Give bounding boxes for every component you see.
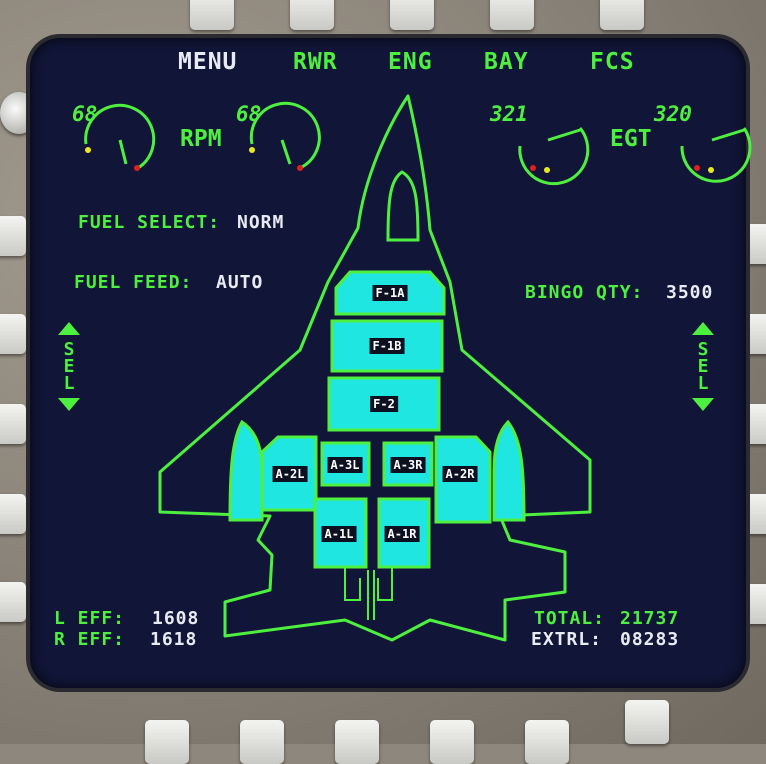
rpm-right-gauge-needle	[280, 139, 292, 165]
rpm-left-gauge-arc	[84, 103, 156, 170]
osb-top-4[interactable]	[490, 0, 534, 30]
bingo-qty-label: BINGO QTY:	[525, 282, 644, 303]
sel-left-up-arrow-icon[interactable]	[58, 322, 80, 335]
egt-right-gauge-arc	[680, 127, 752, 183]
rpm-left-value: 68	[72, 102, 98, 126]
egt-left-mark-red	[530, 165, 536, 171]
total-value: 21737	[620, 608, 680, 629]
total-label: TOTAL:	[534, 608, 606, 629]
egt-right-mark-yellow	[708, 167, 714, 173]
extrl-value: 08283	[620, 629, 680, 650]
rpm-label: RPM	[180, 126, 222, 152]
egt-left-gauge-arc	[518, 127, 590, 186]
l-eff-label: L EFF:	[54, 608, 126, 629]
nozzle-left	[344, 560, 361, 601]
tank-a2r-label: A-2R	[442, 466, 478, 482]
bay-button[interactable]: BAY	[484, 49, 529, 75]
osb-bottom-6[interactable]	[625, 700, 669, 744]
osb-left-3[interactable]	[0, 404, 26, 444]
aircraft-outline	[158, 94, 592, 642]
bingo-qty-value[interactable]: 3500	[666, 282, 714, 303]
rpm-right-value: 68	[236, 102, 262, 126]
osb-top-1[interactable]	[190, 0, 234, 30]
r-eff-label: R EFF:	[54, 629, 126, 650]
tank-ext-left	[228, 419, 264, 522]
egt-left-mark-yellow	[544, 167, 550, 173]
osb-left-1[interactable]	[0, 216, 26, 256]
fuel-select-value[interactable]: NORM	[237, 212, 285, 233]
egt-right-value: 320	[654, 102, 692, 126]
tank-a3r-label: A-3R	[390, 457, 426, 473]
tank-a3l-label: A-3L	[327, 457, 363, 473]
egt-right-gauge-needle	[711, 128, 745, 142]
tank-a1l-label: A-1L	[321, 526, 357, 542]
egt-left-value: 321	[490, 102, 528, 126]
l-eff-value: 1608	[152, 608, 200, 629]
egt-left-gauge-needle	[547, 128, 581, 142]
osb-left-5[interactable]	[0, 582, 26, 622]
extrl-label: EXTRL:	[531, 629, 603, 650]
nozzle-right	[377, 560, 393, 601]
rpm-left-mark-red	[134, 165, 140, 171]
rwr-button[interactable]: RWR	[293, 49, 338, 75]
tail-lines	[367, 570, 375, 620]
rpm-right-mark-red	[297, 165, 303, 171]
tank-a2l-label: A-2L	[272, 466, 308, 482]
tank-f1b-label: F-1B	[369, 338, 405, 354]
aircraft-fuel-diagram	[84, 94, 752, 642]
rpm-left-mark-yellow	[85, 147, 91, 153]
osb-top-2[interactable]	[290, 0, 334, 30]
egt-right-mark-red	[694, 165, 700, 171]
fuel-feed-label: FUEL FEED:	[74, 272, 193, 293]
egt-label: EGT	[610, 126, 652, 152]
r-eff-value: 1618	[150, 629, 198, 650]
menu-button[interactable]: MENU	[178, 49, 238, 75]
osb-top-3[interactable]	[390, 0, 434, 30]
osb-left-4[interactable]	[0, 494, 26, 534]
tank-f2-label: F-2	[370, 396, 398, 412]
rpm-right-mark-yellow	[249, 147, 255, 153]
rpm-right-gauge-arc	[249, 101, 321, 170]
fuel-feed-value[interactable]: AUTO	[216, 272, 264, 293]
fcs-button[interactable]: FCS	[590, 49, 635, 75]
tank-ext-right	[492, 419, 526, 522]
sel-right-down-arrow-icon[interactable]	[692, 398, 714, 411]
sel-left-down-arrow-icon[interactable]	[58, 398, 80, 411]
sel-right-up-arrow-icon[interactable]	[692, 322, 714, 335]
osb-top-5[interactable]	[600, 0, 644, 30]
tank-f1a-label: F-1A	[372, 285, 408, 301]
canopy	[386, 170, 420, 242]
eng-button[interactable]: ENG	[388, 49, 433, 75]
rpm-left-gauge-needle	[118, 139, 128, 165]
fuel-select-label: FUEL SELECT:	[78, 212, 221, 233]
osb-left-2[interactable]	[0, 314, 26, 354]
tank-a1r-label: A-1R	[384, 526, 420, 542]
